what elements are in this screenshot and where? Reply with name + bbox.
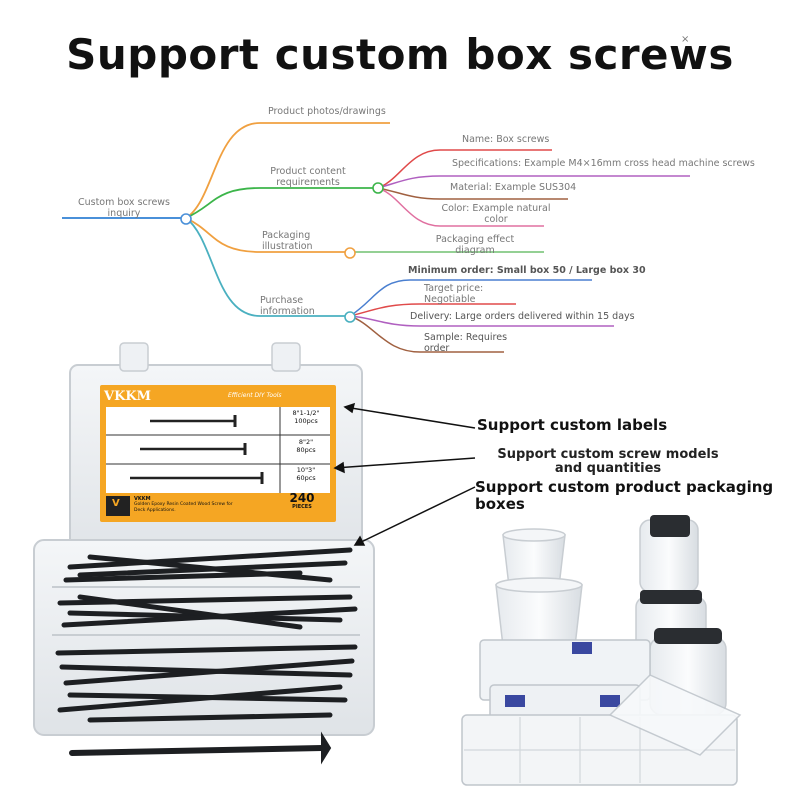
mindmap-branch-packaging [185, 217, 350, 253]
mindmap-branch-content [185, 187, 378, 219]
close-icon[interactable]: × [681, 34, 690, 45]
label-footer-desc: Golden Epoxy Resin Coated Wood Screw for… [134, 502, 233, 513]
branch-content-label: Product content requirements [270, 166, 346, 188]
containers-photo [461, 515, 742, 786]
content-line-color [377, 187, 544, 227]
purchase-sample: Sample: Requires order [424, 332, 508, 354]
label-row-3-count: 60pcs [296, 474, 316, 482]
label-brand: VKKM [104, 389, 152, 404]
label-row-1-size: 8"1-1/2" [292, 409, 320, 417]
mindmap-branch-photos [185, 122, 390, 219]
label-row-2-count: 80pcs [296, 446, 316, 454]
label-screw-1 [150, 415, 237, 427]
label-total-unit: PIECES [292, 504, 312, 510]
purchase-min-order: Minimum order: Small box 50 / Large box … [408, 265, 646, 276]
label-row-3: 10"3" 60pcs [284, 466, 328, 482]
mindmap-content-node [372, 182, 384, 194]
packaging-item: Packaging effect diagram [435, 234, 515, 256]
mindmap-root-label: Custom box screws inquiry [77, 197, 171, 219]
label-row-1-count: 100pcs [294, 417, 318, 425]
page-title: Support custom box screws [66, 30, 734, 79]
purchase-line-price [349, 303, 516, 317]
purchase-target-price: Target price: Negotiable [424, 283, 484, 305]
purchase-delivery: Delivery: Large orders delivered within … [410, 311, 635, 322]
content-spec: Specifications: Example M4×16mm cross he… [452, 158, 755, 169]
product-photo [33, 342, 742, 786]
purchase-line-sample [349, 315, 504, 353]
label-badge-letter: V [112, 498, 120, 509]
loose-screw [69, 731, 332, 765]
label-total: 240 [289, 491, 315, 505]
branch-purchase-label: Purchase information [260, 295, 315, 317]
branch-packaging-label: Packaging illustration [262, 230, 313, 252]
label-screw-2 [140, 443, 247, 455]
purchase-line-delivery [349, 315, 614, 327]
mindmap-lines [62, 122, 690, 353]
content-material: Material: Example SUS304 [450, 182, 577, 193]
label-row-2-size: 8"2" [298, 438, 314, 446]
label-footer-brand: VKKM [134, 496, 151, 502]
label-row-3-size: 10"3" [296, 466, 316, 474]
mindmap-purchase-node [344, 311, 356, 323]
label-row-1: 8"1-1/2" 100pcs [284, 409, 328, 425]
mindmap-branch-purchase [185, 217, 350, 317]
label-tagline: Efficient DIY Tools [228, 392, 282, 399]
callout-custom-boxes: Support custom product packaging boxes [475, 478, 774, 513]
mindmap-root-node [180, 213, 192, 225]
content-line-name [377, 149, 552, 189]
callout-custom-models: Support custom screw models and quantiti… [497, 447, 719, 476]
content-name: Name: Box screws [462, 134, 550, 145]
purchase-line-min [349, 279, 592, 317]
label-row-2: 8"2" 80pcs [284, 438, 328, 454]
callout-arrows [333, 402, 476, 546]
label-screw-3 [130, 472, 264, 484]
callout-custom-labels: Support custom labels [477, 416, 668, 434]
content-color: Color: Example natural color [441, 203, 551, 225]
product-label [100, 385, 336, 522]
branch-photos-label: Product photos/drawings [268, 106, 386, 117]
box-base [33, 539, 375, 736]
mindmap-packaging-node [344, 247, 356, 259]
content-line-material [377, 187, 568, 200]
content-line-spec [377, 175, 690, 189]
